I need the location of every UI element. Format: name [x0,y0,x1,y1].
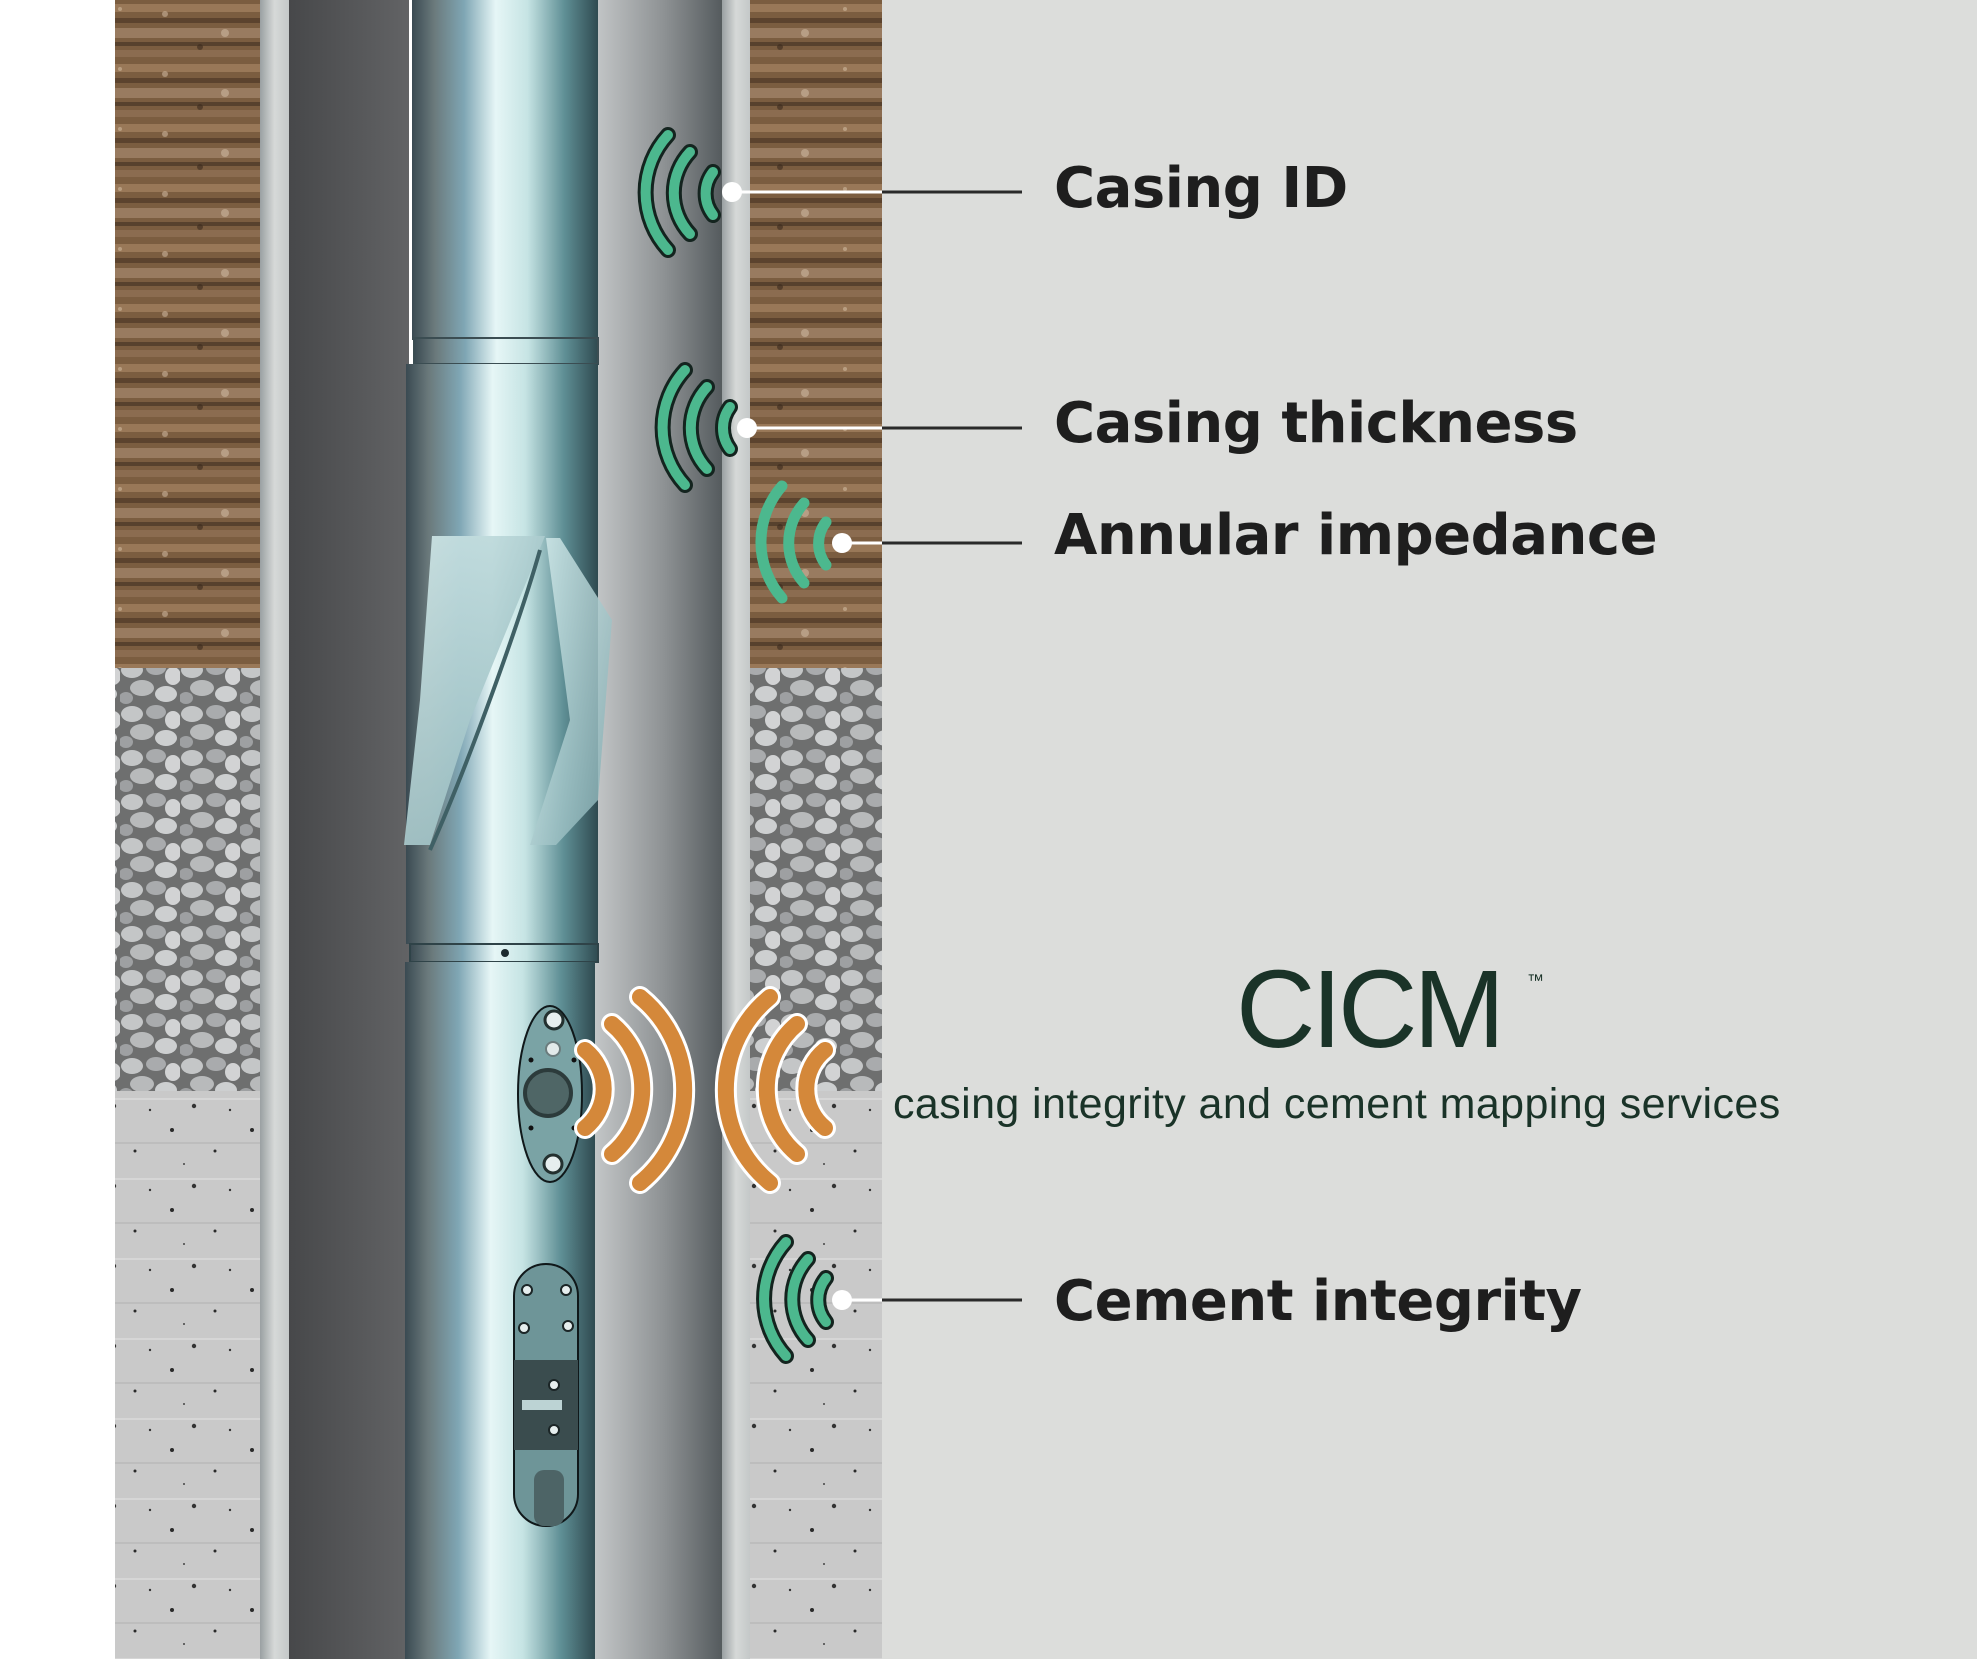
ultrasonic-wave-reflected [714,986,836,1194]
signal-casing-id [637,127,1022,258]
label-cement-integrity: Cement integrity [1054,1269,1582,1334]
annulus-left [289,0,409,1659]
signal-casing-thickness [654,362,1022,493]
casing-wall-right [722,0,750,1659]
formation-right [750,0,882,1659]
service-tagline: casing integrity and cement mapping serv… [893,1080,1781,1128]
label-casing-id: Casing ID [1054,156,1348,221]
sensor-pod [517,1005,583,1183]
signal-annular-impedance [755,480,1022,604]
signal-cement-integrity [756,1234,1022,1364]
label-casing-thickness: Casing thickness [1054,391,1578,456]
ultrasonic-wave-emitted [574,986,696,1194]
info-panel [882,0,1977,1659]
cicm-logo: CICM [1236,948,1505,1071]
tool-window [513,1263,579,1527]
trademark-mark: ™ [1527,971,1544,990]
label-annular-impedance: Annular impedance [1054,503,1658,568]
annulus-right [595,0,722,1659]
casing-wall-left [260,0,289,1659]
logging-tool [404,0,612,1659]
formation-left [115,0,260,1659]
